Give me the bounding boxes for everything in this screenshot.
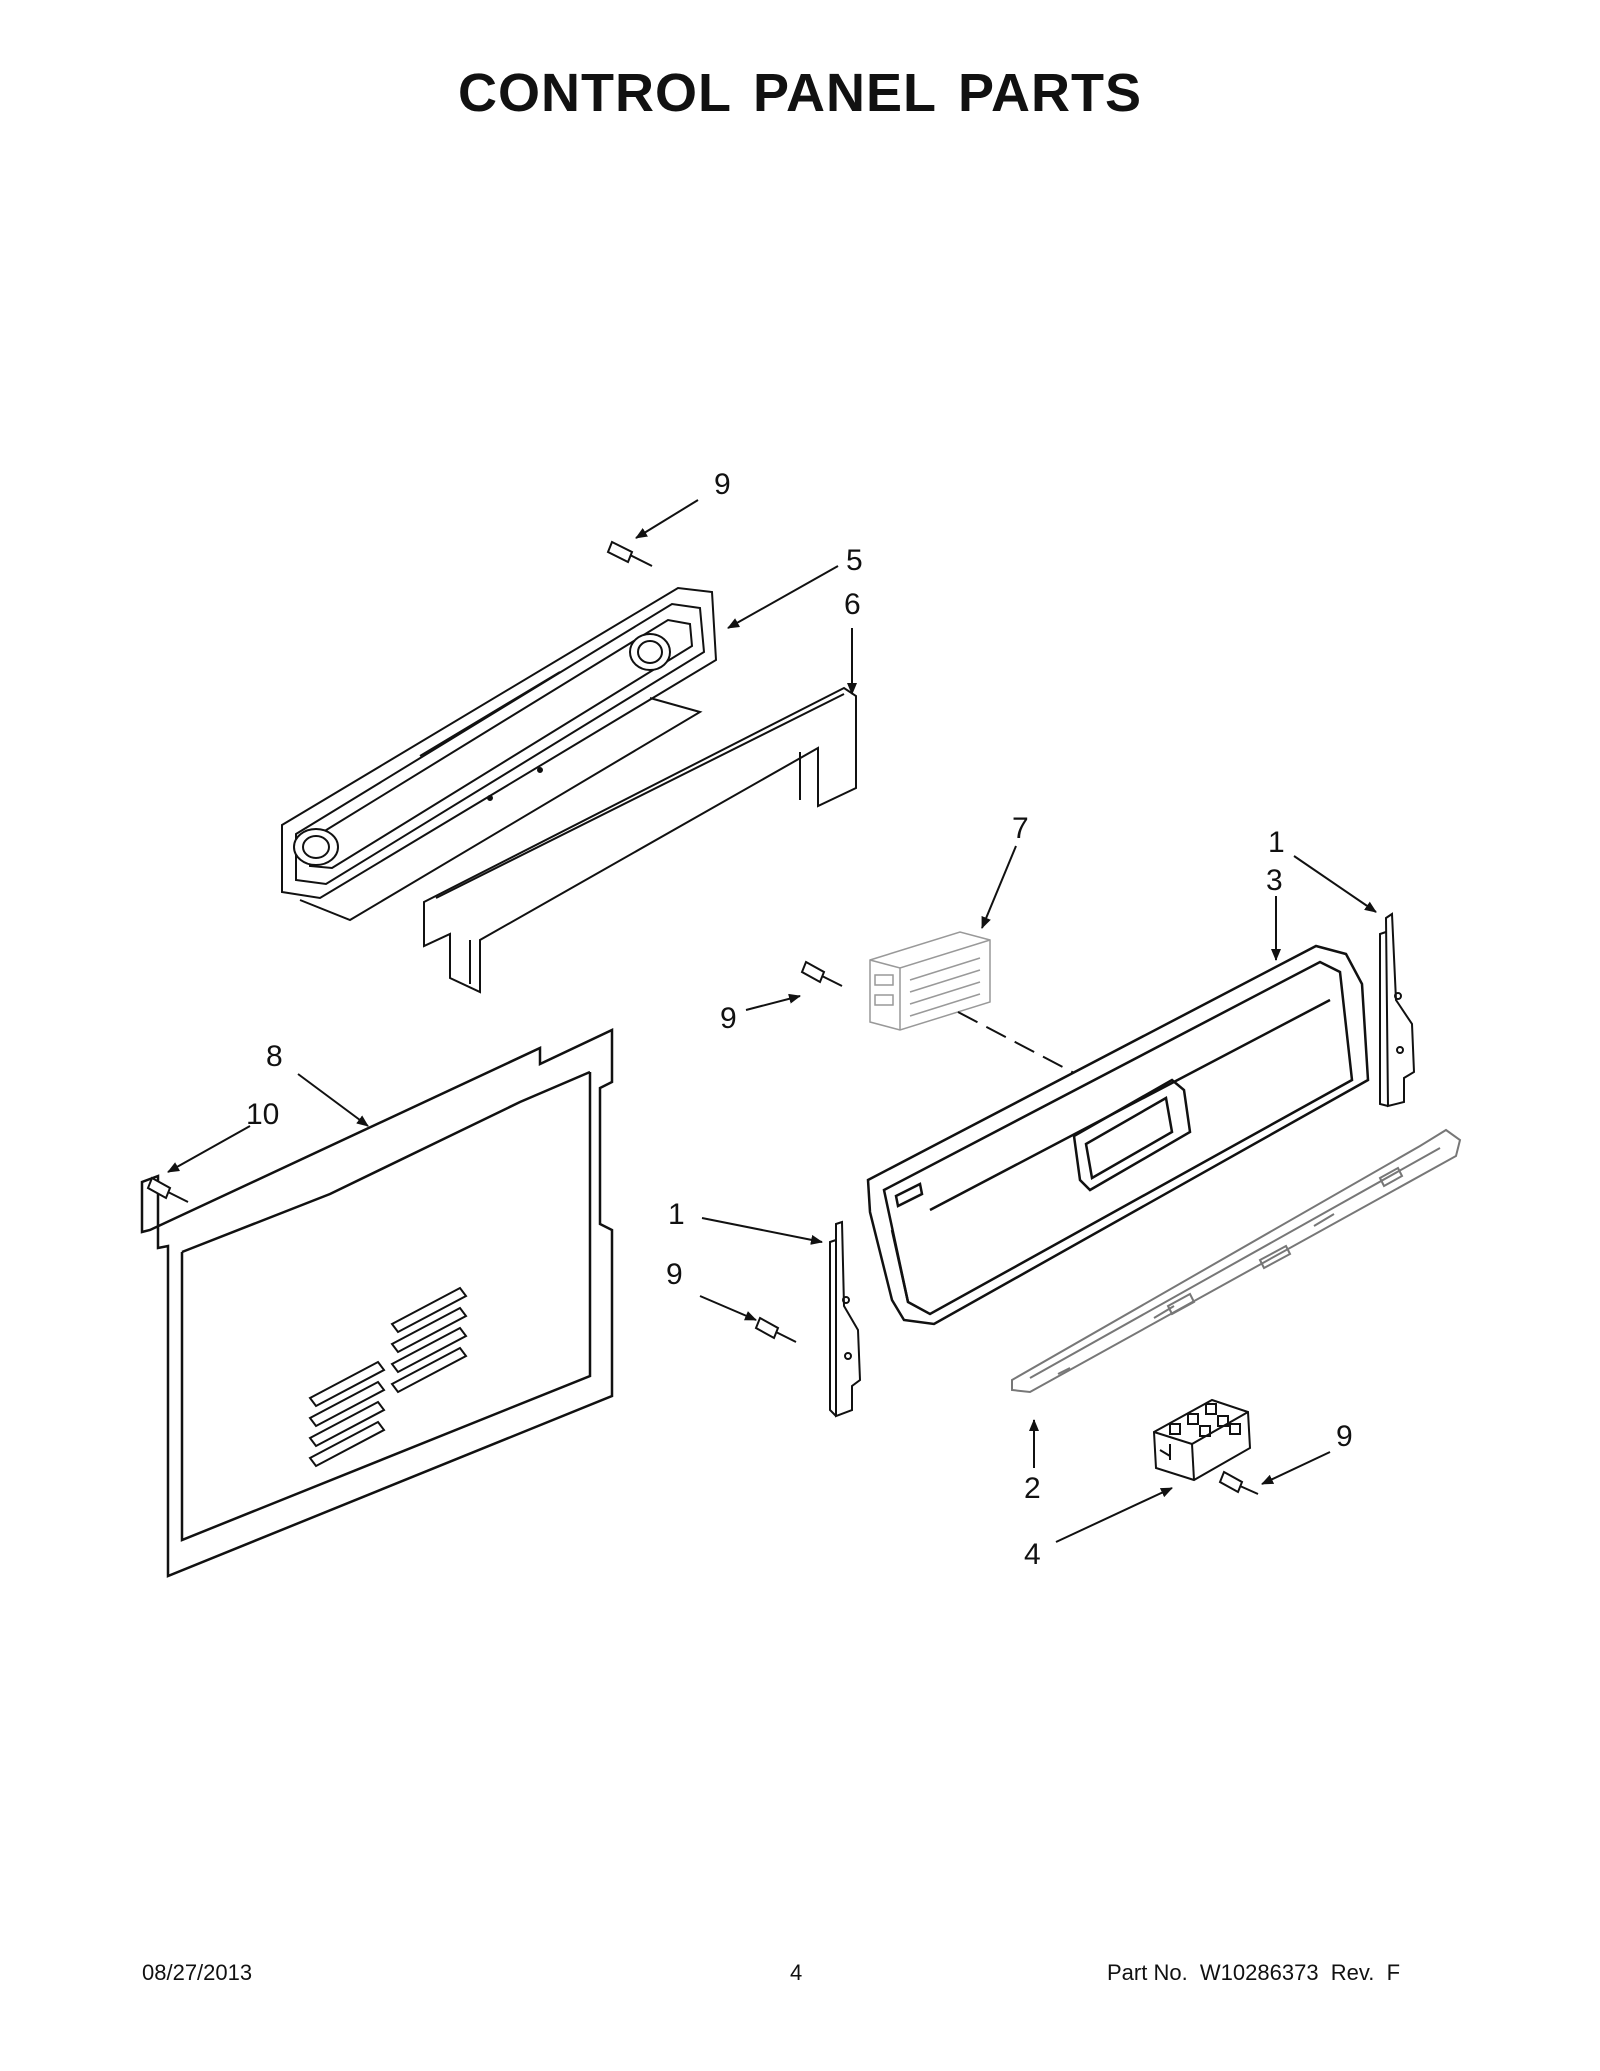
callout-9-top: 9 [714,468,731,501]
part-3-console [866,944,1370,1326]
screw-lower-left [754,1316,797,1343]
callout-labels: 9 5 6 7 1 3 9 8 10 1 9 9 2 4 [246,468,1353,1571]
callout-4: 4 [1024,1538,1041,1571]
callout-6: 6 [844,588,861,621]
part-5-back-bracket [281,586,718,922]
callout-9-mid: 9 [720,1002,737,1035]
screw-mid [800,960,843,987]
callout-9-left: 9 [666,1258,683,1291]
leader-arrows [167,499,1377,1543]
screw-top [606,540,653,567]
callout-1-right: 1 [1268,826,1285,859]
part-2-trim-rail [1011,1128,1462,1394]
footer-part-number: Part No. W10286373 Rev. F [1107,1960,1401,1985]
part-4-terminal-block [1152,1398,1252,1482]
part-7-control-board [869,931,991,1031]
screw-left [146,1176,189,1203]
footer-page-number: 4 [790,1960,803,1985]
part-1-right-bracket [1379,912,1416,1108]
page-title: CONTROL PANEL PARTS [457,63,1143,123]
callout-9-right: 9 [1336,1420,1353,1453]
callout-10: 10 [246,1098,279,1131]
callout-8: 8 [266,1040,283,1073]
callout-1-left: 1 [668,1198,685,1231]
callout-7: 7 [1012,812,1029,845]
dashed-locator-line [957,1011,1077,1075]
part-8-rear-cover [140,1028,614,1578]
callout-2: 2 [1024,1472,1041,1505]
footer-date: 08/27/2013 [142,1960,253,1985]
callout-3: 3 [1266,864,1283,897]
part-1-left-bracket [829,1220,862,1418]
screw-lower-right [1218,1470,1259,1495]
callout-5: 5 [846,544,863,577]
